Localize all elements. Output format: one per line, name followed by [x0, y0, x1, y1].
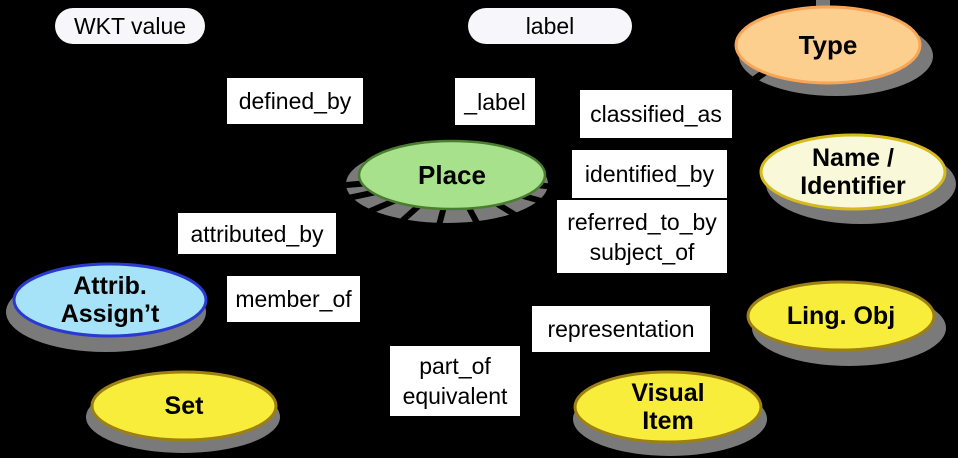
- label-prop-text: _label: [464, 88, 526, 115]
- visual-item-line1: Visual: [631, 379, 705, 407]
- name-identifier-ellipse: [759, 133, 947, 211]
- edge-label-defined-by: defined_by: [227, 78, 363, 124]
- attrib-assignt-line1: Attrib.: [73, 272, 147, 300]
- node-set-label: Set: [92, 372, 276, 440]
- node-place-label: Place: [359, 141, 545, 209]
- part-of-text: part_of: [419, 353, 491, 379]
- visual-item-ellipse: [573, 370, 763, 444]
- label-pill-text: label: [525, 12, 575, 39]
- node-attrib-assignt-label: Attrib. Assign’t: [14, 264, 206, 336]
- referred-to-by-text: referred_to_by: [567, 208, 717, 235]
- node-ling-obj-shape: [746, 280, 946, 366]
- edge-label-part-of-equivalent: part_of equivalent: [390, 346, 520, 416]
- node-set-shape: [86, 370, 280, 453]
- edge-label-attributed-by: attributed_by: [178, 213, 336, 254]
- identified-by-text: identified_by: [584, 161, 715, 187]
- node-visual-item-shape: [573, 370, 767, 456]
- node-visual-item-label: Visual Item: [575, 372, 761, 442]
- type-top-stub: [816, 0, 830, 8]
- node-ling-obj-label: Ling. Obj: [748, 282, 934, 350]
- subject-of-text: subject_of: [589, 238, 695, 265]
- edge-label-identified-by: identified_by: [572, 150, 727, 198]
- edge-label-referred-to-by-subject-of: referred_to_by subject_of: [557, 200, 727, 273]
- place-text: Place: [418, 160, 486, 190]
- node-name-identifier-shape: [759, 133, 956, 224]
- type-ellipse: [734, 5, 922, 85]
- attrib-assignt-line2: Assign’t: [60, 300, 160, 328]
- place-ellipse: [357, 139, 547, 211]
- defined-by-text: defined_by: [238, 88, 352, 114]
- node-wkt-value: WKT value: [55, 8, 205, 44]
- node-type-label: Type: [736, 7, 920, 83]
- name-identifier-line1: Name /: [812, 144, 894, 172]
- ling-obj-ellipse: [746, 280, 936, 352]
- ling-obj-text: Ling. Obj: [786, 302, 896, 330]
- node-name-identifier-label: Name / Identifier: [761, 135, 945, 209]
- attrib-assignt-ellipse: [12, 262, 208, 338]
- equivalent-text: equivalent: [402, 383, 508, 409]
- node-place-shape: [305, 139, 598, 237]
- wkt-value-label: WKT value: [73, 12, 187, 39]
- set-text: Set: [164, 392, 204, 420]
- attributed-by-text: attributed_by: [190, 220, 324, 247]
- node-label: label: [468, 8, 632, 44]
- representation-text: representation: [547, 316, 695, 342]
- visual-item-line2: Item: [642, 407, 694, 435]
- edge-label-label: _label: [455, 78, 535, 125]
- member-of-text: member_of: [235, 286, 352, 312]
- name-identifier-line2: Identifier: [800, 172, 906, 200]
- node-attrib-assignt-shape: [6, 262, 208, 352]
- type-text: Type: [798, 30, 858, 60]
- set-ellipse: [90, 370, 278, 442]
- edge-label-representation: representation: [532, 306, 710, 352]
- classified-as-text: classified_as: [590, 101, 722, 127]
- edge-label-member-of: member_of: [227, 276, 360, 322]
- edge-label-classified-as: classified_as: [580, 90, 732, 138]
- node-type-shape: [729, 0, 933, 99]
